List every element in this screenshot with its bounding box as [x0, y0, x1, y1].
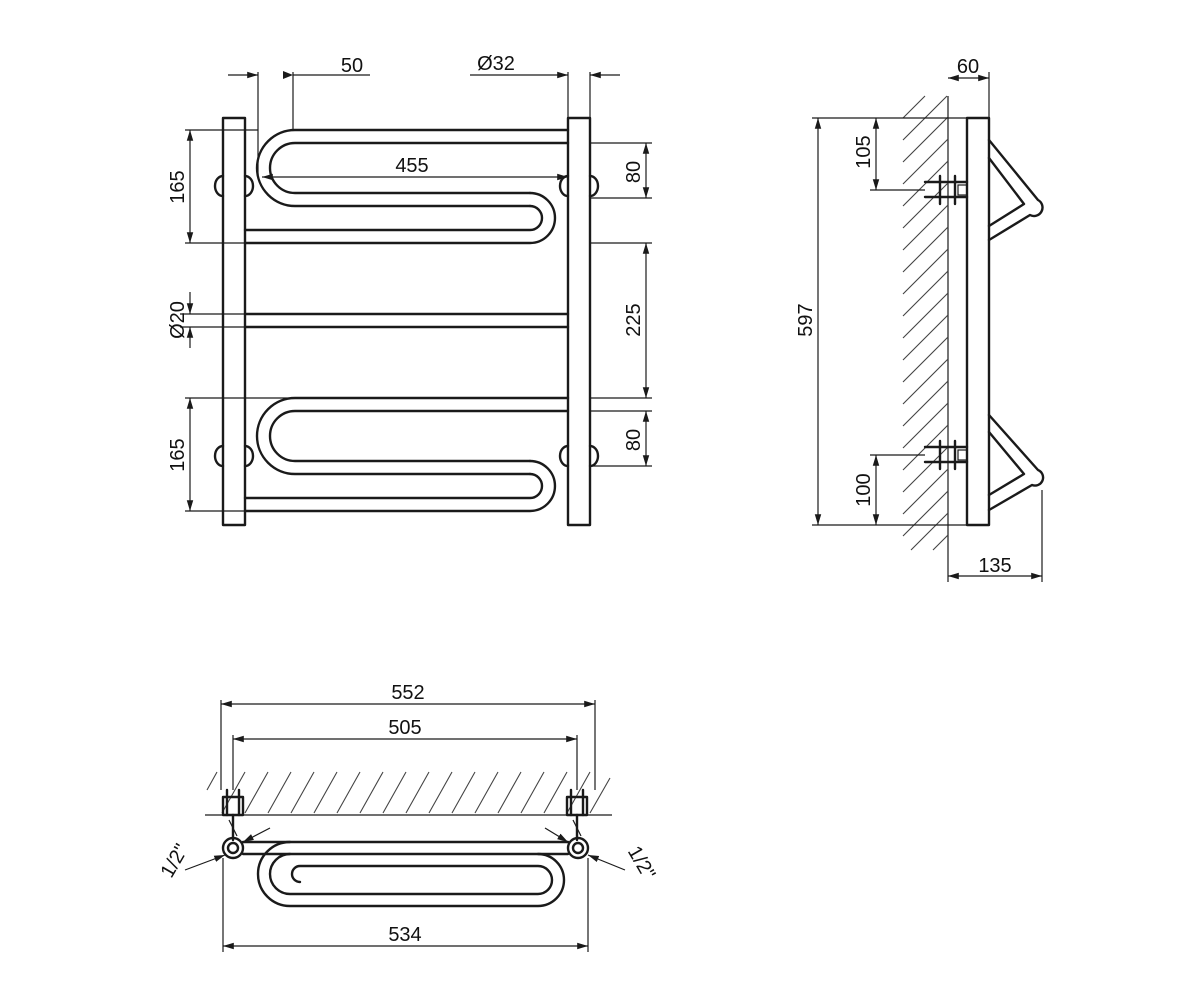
thread-left-label: 1/2"	[157, 840, 194, 881]
left-post	[221, 116, 247, 527]
dim-d20-label: Ø20	[167, 301, 189, 339]
dim-105-label: 105	[853, 135, 875, 168]
thread-right-label: 1/2"	[623, 842, 660, 883]
dim-455-label: 455	[395, 155, 428, 177]
dim-60-label: 60	[957, 56, 979, 78]
dim-80-top: 80	[590, 142, 652, 199]
dim-505-label: 505	[388, 717, 421, 739]
dim-165-bottom: 165	[167, 397, 295, 512]
dim-135: 135	[947, 490, 1043, 582]
dim-505: 505	[232, 717, 578, 790]
dim-105: 105	[853, 117, 967, 191]
dim-597: 597	[795, 117, 967, 526]
middle-rail	[243, 312, 570, 329]
dim-552: 552	[220, 682, 596, 790]
left-mount	[221, 788, 245, 842]
right-mount	[565, 788, 589, 842]
top-view: 1/2" 1/2" 552 505 534	[157, 682, 660, 952]
dim-135-label: 135	[978, 555, 1011, 577]
dim-534-label: 534	[388, 924, 421, 946]
top-arm	[987, 138, 1044, 242]
dim-225: 225	[590, 242, 652, 399]
dim-60: 60	[948, 56, 990, 118]
top-bracket	[923, 174, 969, 206]
dim-80-bottom-label: 80	[623, 429, 645, 451]
wall-hatch	[902, 95, 949, 551]
dim-225-label: 225	[623, 303, 645, 336]
left-fitting	[221, 836, 245, 860]
dim-50: 50	[228, 55, 370, 175]
top-pipe-loop	[241, 840, 570, 908]
dim-100: 100	[853, 454, 925, 525]
right-post	[566, 116, 592, 527]
front-view: 50 Ø32 455 165 80	[167, 53, 652, 527]
dim-80-top-label: 80	[623, 161, 645, 183]
bottom-bracket	[923, 439, 969, 471]
dim-455: 455	[262, 155, 568, 181]
dim-50-label: 50	[341, 55, 363, 77]
bottom-serpentine	[243, 396, 570, 513]
dim-d32: Ø32	[470, 53, 620, 118]
right-fitting	[566, 836, 590, 860]
dim-d20: Ø20	[167, 292, 245, 348]
top-serpentine	[243, 128, 570, 245]
side-post	[965, 116, 991, 527]
dim-534: 534	[222, 858, 589, 952]
dim-100-label: 100	[853, 473, 875, 506]
dim-165-top: 165	[167, 129, 258, 244]
bottom-connections	[213, 444, 600, 468]
side-view: 60 105 597 100 135	[795, 56, 1045, 582]
dim-d32-label: Ø32	[477, 53, 515, 75]
dim-165-top-label: 165	[167, 170, 189, 203]
bottom-arm	[987, 413, 1045, 512]
dim-80-bottom: 80	[590, 410, 652, 467]
top-wall-hatch	[205, 771, 612, 816]
dim-165-bottom-label: 165	[167, 438, 189, 471]
dim-597-label: 597	[795, 303, 817, 336]
dim-552-label: 552	[391, 682, 424, 704]
thread-right: 1/2"	[544, 827, 660, 884]
